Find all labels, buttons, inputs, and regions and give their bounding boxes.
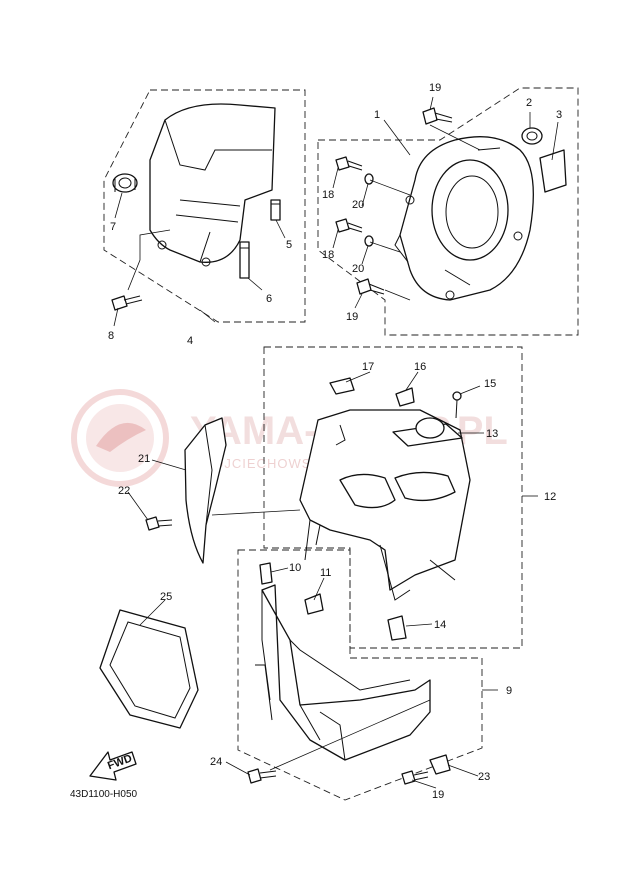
callout-15: 15 [484, 378, 496, 390]
callout-3: 3 [556, 109, 562, 121]
part-4-cover [149, 103, 276, 267]
callout-19-c: 19 [432, 789, 444, 801]
part-25-seal [99, 609, 199, 729]
callout-18-a: 18 [322, 189, 334, 201]
part-10-clip [259, 562, 273, 585]
part-2-grommet [521, 127, 543, 145]
callouts: 1 2 3 4 5 6 7 8 9 10 11 12 13 14 15 16 1… [108, 82, 562, 801]
part-7-grommet [112, 173, 138, 193]
part-14-clip [387, 615, 407, 641]
part-20-washer-a [364, 173, 374, 185]
part-11-clip [304, 593, 324, 615]
part-19-bolt-top [422, 107, 453, 125]
part-18-bolt-b [335, 218, 363, 233]
part-19-bolt-bottom [401, 770, 429, 785]
fwd-arrow-icon: FWD [89, 751, 137, 781]
group-box-9 [237, 549, 483, 801]
callout-17: 17 [362, 361, 374, 373]
part-17-clamp [329, 377, 355, 395]
part-20-washer-b [364, 235, 374, 247]
callout-14: 14 [434, 619, 446, 631]
part-1-shroud [394, 136, 534, 301]
callout-2: 2 [526, 97, 532, 109]
part-18-bolt-a [335, 156, 363, 171]
callout-6: 6 [266, 293, 272, 305]
callout-1: 1 [374, 109, 380, 121]
part-9-lower-duct [255, 584, 431, 761]
part-6-clip [239, 241, 250, 279]
callout-5: 5 [286, 239, 292, 251]
part-15-screw [452, 391, 462, 419]
callout-20-a: 20 [352, 199, 364, 211]
callout-19-a: 19 [429, 82, 441, 94]
callout-24: 24 [210, 756, 222, 768]
callout-25: 25 [160, 591, 172, 603]
part-19-bolt-mid [356, 278, 385, 295]
part-5-clip [270, 199, 281, 221]
part-3-label [539, 149, 567, 193]
callout-21: 21 [138, 453, 150, 465]
part-21-deflector [184, 417, 227, 564]
callout-23: 23 [478, 771, 490, 783]
part-24-bolt [247, 768, 277, 784]
callout-22: 22 [118, 485, 130, 497]
part-12-duct [299, 409, 471, 601]
callout-19-b: 19 [346, 311, 358, 323]
callout-13: 13 [486, 428, 498, 440]
callout-7: 7 [110, 221, 116, 233]
callout-18-b: 18 [322, 249, 334, 261]
callout-11: 11 [320, 567, 331, 579]
callout-12: 12 [544, 491, 556, 503]
leader-lines [113, 96, 559, 789]
callout-16: 16 [414, 361, 426, 373]
group-box-1 [317, 87, 579, 336]
part-22-bolt [145, 516, 173, 531]
callout-20-b: 20 [352, 263, 364, 275]
part-16-clamp [395, 387, 415, 407]
callout-8: 8 [108, 330, 114, 342]
callout-10: 10 [289, 562, 301, 574]
part-23-clip [429, 754, 451, 775]
group-box-4 [103, 89, 306, 323]
diagram-code: 43D1100-H050 [70, 789, 138, 800]
callout-4: 4 [187, 335, 193, 347]
part-8-bolt [111, 295, 143, 311]
callout-9: 9 [506, 685, 512, 697]
